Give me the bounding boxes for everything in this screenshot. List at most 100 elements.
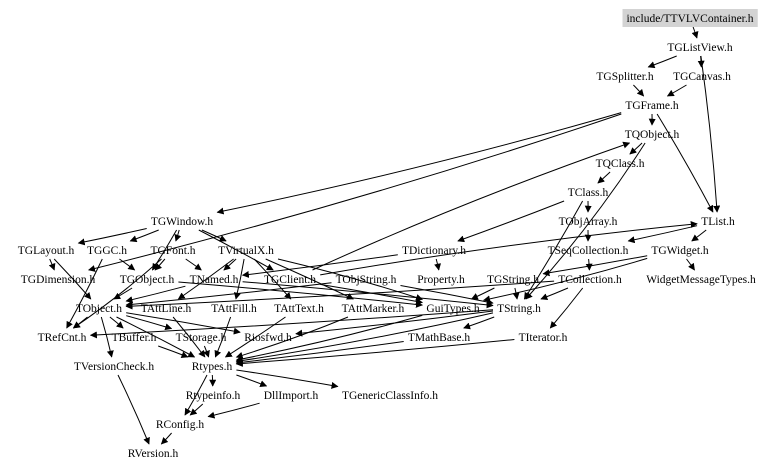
node-label: Property.h — [417, 274, 465, 286]
node-label: TGString.h — [487, 274, 539, 286]
edge-tobject-to-riosfwd — [126, 312, 241, 335]
edge-layer — [48, 26, 721, 445]
edge-tatttext-to-rtypes — [224, 316, 286, 358]
edge-tgfont-to-tgobject — [154, 258, 166, 271]
edge-tgstring-to-guitypes — [470, 287, 495, 300]
node-root: include/TTVLVContainer.h — [622, 9, 758, 27]
edge-tcollection-to-tstring — [540, 287, 569, 300]
edge-tvirtualx-to-tattline — [177, 258, 234, 300]
edge-tgwidget-to-tgstring — [542, 255, 648, 277]
edge-tgcanvas-to-tgframe — [666, 84, 687, 97]
node-tatttext: TAttText.h — [274, 303, 324, 315]
node-tobjstring: TObjString.h — [336, 274, 397, 286]
node-label: TObjString.h — [336, 274, 397, 286]
edge-tgframe-to-tlist — [656, 113, 714, 213]
node-tgframe: TGFrame.h — [625, 100, 679, 112]
edge-dllimport-to-rconfig — [207, 402, 260, 419]
node-label: Rtypeinfo.h — [186, 390, 241, 402]
node-label: WidgetMessageTypes.h — [646, 274, 756, 286]
edge-rtypes-to-rconfig — [184, 374, 208, 416]
node-tattline: TAttLine.h — [141, 303, 192, 315]
node-tgdimension: TGDimension.h — [21, 274, 96, 286]
node-tvirtualx: TVirtualX.h — [218, 245, 274, 257]
edge-tstring-to-trefcnt — [89, 309, 494, 339]
edge-tgwindow-to-tvirtualx — [201, 229, 227, 242]
edge-tattmarker-to-rtypes — [235, 316, 349, 359]
node-tnamed: TNamed.h — [190, 274, 239, 286]
node-riosfwd: Riosfwd.h — [244, 332, 292, 344]
node-label: TObject.h — [76, 303, 122, 315]
edge-tdictionary-to-tnamed — [241, 254, 398, 278]
node-label: TGenericClassInfo.h — [342, 390, 438, 402]
node-tglayout: TGLayout.h — [18, 245, 75, 257]
edge-titerator-to-rtypes — [235, 339, 515, 367]
edge-tgstring-to-tstring — [512, 287, 520, 300]
edge-tmathbase-to-rtypes — [235, 341, 404, 366]
node-label: TRefCnt.h — [38, 332, 87, 344]
edge-tglistview-to-tgsplitter — [647, 55, 677, 69]
edge-tstring-to-riosfwd — [295, 310, 494, 337]
node-label: TGSplitter.h — [596, 71, 653, 83]
node-label: TGFont.h — [150, 245, 195, 257]
node-dllimport: DllImport.h — [264, 390, 319, 402]
node-label: GuiTypes.h — [426, 303, 479, 315]
node-tqobject: TQObject.h — [625, 129, 680, 141]
node-tattfill: TAttFill.h — [211, 303, 257, 315]
node-tdictionary: TDictionary.h — [402, 245, 466, 257]
node-tseqcollection: TSeqCollection.h — [548, 245, 629, 257]
edge-tgwidget-to-guitypes — [483, 257, 648, 303]
node-tobjarray: TObjArray.h — [559, 216, 618, 228]
node-label: DllImport.h — [264, 390, 319, 402]
edge-tqobject-to-tqclass — [629, 142, 643, 155]
node-property: Property.h — [417, 274, 465, 286]
node-tgfont: TGFont.h — [150, 245, 195, 257]
edge-tgclient-to-tqobject — [312, 141, 631, 271]
node-label: TAttLine.h — [141, 303, 192, 315]
node-label: TCollection.h — [558, 274, 622, 286]
node-tgwindow: TGWindow.h — [151, 216, 214, 228]
node-label: TStorage.h — [176, 332, 227, 344]
node-label: TGLayout.h — [18, 245, 75, 257]
edge-tgobject-to-tobject — [113, 287, 133, 300]
edge-tstorage-to-rtypes — [203, 345, 210, 358]
node-label: TVersionCheck.h — [74, 361, 154, 373]
node-label: TClass.h — [568, 187, 609, 199]
edge-tobjstring-to-tstring — [400, 285, 494, 306]
edge-tglayout-to-tgdimension — [48, 258, 56, 271]
node-label: TGGC.h — [87, 245, 127, 257]
edge-tqobject-to-tstring — [525, 142, 646, 300]
edge-rtypes-to-dllimport — [236, 374, 268, 388]
node-rconfig: RConfig.h — [156, 419, 204, 431]
node-tgcanvas: TGCanvas.h — [673, 71, 731, 83]
edge-tattline-to-rtypes — [172, 316, 206, 358]
node-label: TGFrame.h — [625, 100, 679, 112]
edge-tversioncheck-to-rversion — [117, 374, 150, 445]
node-label: TString.h — [497, 303, 541, 315]
node-label: TDictionary.h — [402, 245, 466, 257]
node-label: TGClient.h — [264, 274, 316, 286]
node-rtypeinfo: Rtypeinfo.h — [186, 390, 241, 402]
edge-tclass-to-tdictionary — [457, 200, 565, 243]
edge-tcollection-to-titerator — [549, 287, 584, 329]
node-label: TGObject.h — [120, 274, 175, 286]
edge-tglayout-to-tobject — [53, 258, 92, 300]
node-tgsplitter: TGSplitter.h — [596, 71, 653, 83]
edge-tobject-to-trefcnt — [72, 316, 88, 329]
node-label: TAttFill.h — [211, 303, 257, 315]
edge-rtypeinfo-to-rconfig — [189, 403, 204, 416]
node-label: Rtypes.h — [192, 361, 233, 373]
node-tggc: TGGC.h — [87, 245, 127, 257]
edge-tvirtualx-to-guitypes — [277, 258, 423, 301]
node-tgstring: TGString.h — [487, 274, 539, 286]
edge-tgsplitter-to-tgframe — [633, 84, 645, 97]
edge-tgwindow-to-tgclient — [198, 229, 274, 271]
edge-tlist-to-tseqcollection — [627, 225, 698, 244]
edge-tgfont-to-tnamed — [185, 258, 202, 271]
edge-tdictionary-to-property — [434, 258, 441, 271]
node-tlist: TList.h — [701, 216, 735, 228]
edge-tgobject-to-guitypes — [178, 281, 423, 308]
edge-tcollection-to-tobject — [125, 280, 555, 310]
node-layer: include/TTVLVContainer.hTGListView.hTGSp… — [18, 9, 758, 460]
node-label: include/TTVLVContainer.h — [626, 13, 753, 25]
node-tqclass: TQClass.h — [596, 158, 645, 170]
